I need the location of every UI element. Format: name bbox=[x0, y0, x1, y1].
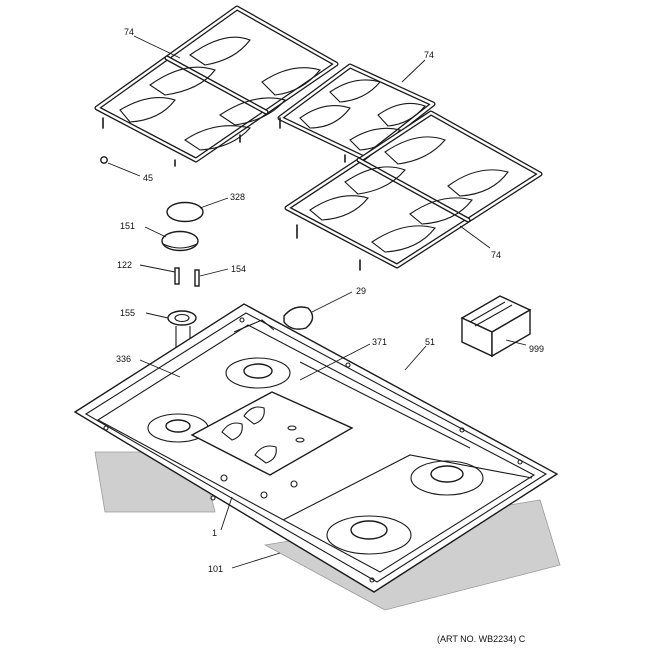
label-cap-151: 151 bbox=[120, 221, 135, 231]
burner-cap-151 bbox=[161, 230, 199, 252]
label-box-999: 999 bbox=[529, 344, 544, 354]
pin-122 bbox=[174, 267, 180, 285]
label-grate-c: 74 bbox=[491, 250, 501, 260]
label-ring-336: 336 bbox=[116, 354, 131, 364]
burner-cap-328 bbox=[166, 201, 204, 223]
grate-middle bbox=[277, 63, 436, 163]
label-grommet-371: 371 bbox=[372, 337, 387, 347]
label-cooktop-51: 51 bbox=[425, 337, 435, 347]
seal-155 bbox=[167, 310, 197, 326]
grate-left bbox=[94, 5, 339, 167]
art-number: (ART NO. WB2234) C bbox=[437, 634, 526, 644]
label-cap-328: 328 bbox=[230, 192, 245, 202]
grate-right bbox=[284, 110, 543, 271]
label-pin-154: 154 bbox=[231, 264, 246, 274]
label-foot: 45 bbox=[143, 173, 153, 183]
label-pad-101: 101 bbox=[208, 564, 223, 574]
label-grate-a: 74 bbox=[124, 27, 134, 37]
pin-154 bbox=[194, 269, 200, 287]
label-control-1: 1 bbox=[212, 528, 217, 538]
knob-29 bbox=[283, 306, 314, 330]
box-999 bbox=[460, 295, 532, 358]
label-seal-155: 155 bbox=[120, 308, 135, 318]
label-knob-29: 29 bbox=[356, 286, 366, 296]
control-panel-1 bbox=[190, 391, 354, 499]
rubber-foot bbox=[100, 156, 108, 164]
label-grate-b: 74 bbox=[424, 50, 434, 60]
label-pin-122: 122 bbox=[117, 260, 132, 270]
